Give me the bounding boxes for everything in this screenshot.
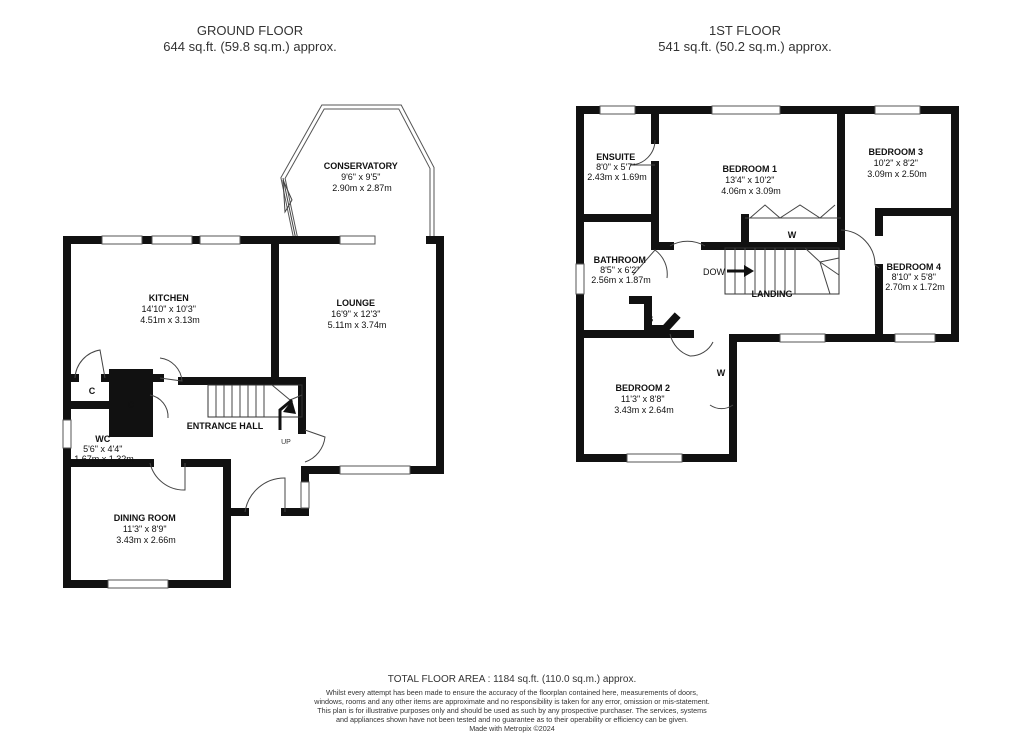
bedroom2-window: [626, 453, 683, 463]
metropix-credit: Made with Metropix ©2024: [469, 724, 555, 733]
ground-floor-area: 644 sq.ft. (59.8 sq.m.) approx.: [163, 39, 337, 54]
first-walls: [576, 106, 959, 462]
wc-label: WC 5'6" x 4'4" 1.67m x 1.32m: [74, 434, 134, 464]
bedroom2-door-swing: [669, 333, 691, 357]
disclaimer-text: Whilst every attempt has been made to en…: [314, 688, 710, 724]
cupboard-door-swing: [149, 394, 169, 419]
entrance-hall-label: ENTRANCE HALL: [187, 421, 264, 431]
conservatory-label: CONSERVATORY 9'6" x 9'5" 2.90m x 2.87m: [324, 161, 401, 193]
kitchen-window-3: [199, 235, 241, 245]
bedroom1-wardrobe-label: W: [788, 230, 797, 240]
ensuite-window: [599, 105, 636, 115]
first-staircase: [724, 247, 840, 295]
landing-label: LANDING: [752, 289, 793, 299]
lounge-window: [339, 465, 411, 475]
kitchen-window-2: [151, 235, 193, 245]
first-doors: [629, 139, 880, 410]
kitchen-cupboard-label: C: [89, 386, 96, 396]
bedroom4-door-swing: [840, 229, 880, 269]
ground-staircase: [207, 384, 303, 430]
ensuite-door-swing: [629, 139, 656, 166]
dining-door-swing: [149, 462, 186, 491]
kitchen-window-1: [101, 235, 143, 245]
bedroom3-window: [874, 105, 921, 115]
lounge-label: LOUNGE 16'9" x 12'3" 5.11m x 3.74m: [328, 298, 387, 330]
boiler-cupboard-label: B: [647, 314, 654, 324]
first-windows: [575, 105, 936, 463]
bedroom1-window: [711, 105, 781, 115]
hall-side-window: [300, 481, 310, 509]
first-floor-header: 1ST FLOOR 541 sq.ft. (50.2 sq.m.) approx…: [595, 23, 895, 55]
ground-floor-header: GROUND FLOOR 644 sq.ft. (59.8 sq.m.) app…: [100, 23, 400, 55]
conservatory-structure: [280, 104, 435, 241]
hall-door-swing: [159, 357, 183, 382]
wc-window: [62, 419, 72, 449]
wardrobe-door-bedroom2-lower: [709, 404, 734, 410]
total-floor-area: TOTAL FLOOR AREA : 1184 sq.ft. (110.0 sq…: [387, 674, 637, 685]
dining-window: [107, 579, 169, 589]
bathroom-window: [575, 263, 585, 295]
footer: TOTAL FLOOR AREA : 1184 sq.ft. (110.0 sq…: [312, 673, 712, 733]
ground-floor-title: GROUND FLOOR: [196, 23, 304, 38]
conservatory-door: [282, 179, 293, 214]
bedroom4-label: BEDROOM 4 8'10" x 5'8" 2.70m x 1.72m: [885, 262, 945, 292]
ensuite-label: ENSUITE 8'0" x 5'7" 2.43m x 1.69m: [587, 152, 647, 182]
wardrobe-doors-bedroom1: [749, 204, 836, 219]
bedroom1-label: BEDROOM 1 13'4" x 10'2" 4.06m x 3.09m: [721, 164, 781, 196]
bathroom-label: BATHROOM 8'5" x 6'2" 2.56m x 1.87m: [591, 255, 651, 285]
stairs-down-label: DOW: [703, 267, 726, 277]
stair-direction-arrow: [278, 398, 293, 430]
kitchen-door-swing: [74, 349, 106, 379]
bedroom4-window: [894, 333, 936, 343]
lounge-patio-door: [339, 235, 376, 245]
bedroom1-door-swing: [669, 240, 706, 247]
bedroom2-label: BEDROOM 2 11'3" x 8'8" 3.43m x 2.64m: [614, 383, 674, 415]
dining-room-label: DINING ROOM 11'3" x 8'9" 3.43m x 2.66m: [114, 513, 179, 545]
wardrobe-door-bedroom2: [689, 341, 714, 357]
landing-window: [779, 333, 826, 343]
bedroom2-wardrobe-label: W: [717, 368, 726, 378]
lounge-door-swing: [304, 429, 326, 463]
front-door-swing: [244, 477, 286, 513]
ground-doors: [74, 349, 326, 513]
stairs-up-label: UP: [281, 439, 291, 446]
bedroom3-label: BEDROOM 3 10'2" x 8'2" 3.09m x 2.50m: [867, 147, 927, 179]
ground-floor-plan: CONSERVATORY 9'6" x 9'5" 2.90m x 2.87m K…: [62, 104, 444, 589]
bathroom-door-swing: [632, 249, 668, 279]
first-floor-title: 1ST FLOOR: [708, 23, 781, 38]
first-floor-plan: ENSUITE 8'0" x 5'7" 2.43m x 1.69m BEDROO…: [575, 105, 959, 463]
kitchen-label: KITCHEN 14'10" x 10'3" 4.51m x 3.13m: [140, 293, 200, 325]
first-floor-area: 541 sq.ft. (50.2 sq.m.) approx.: [658, 39, 832, 54]
ground-windows: [62, 235, 411, 589]
hall-cupboard-label: C: [128, 400, 135, 410]
